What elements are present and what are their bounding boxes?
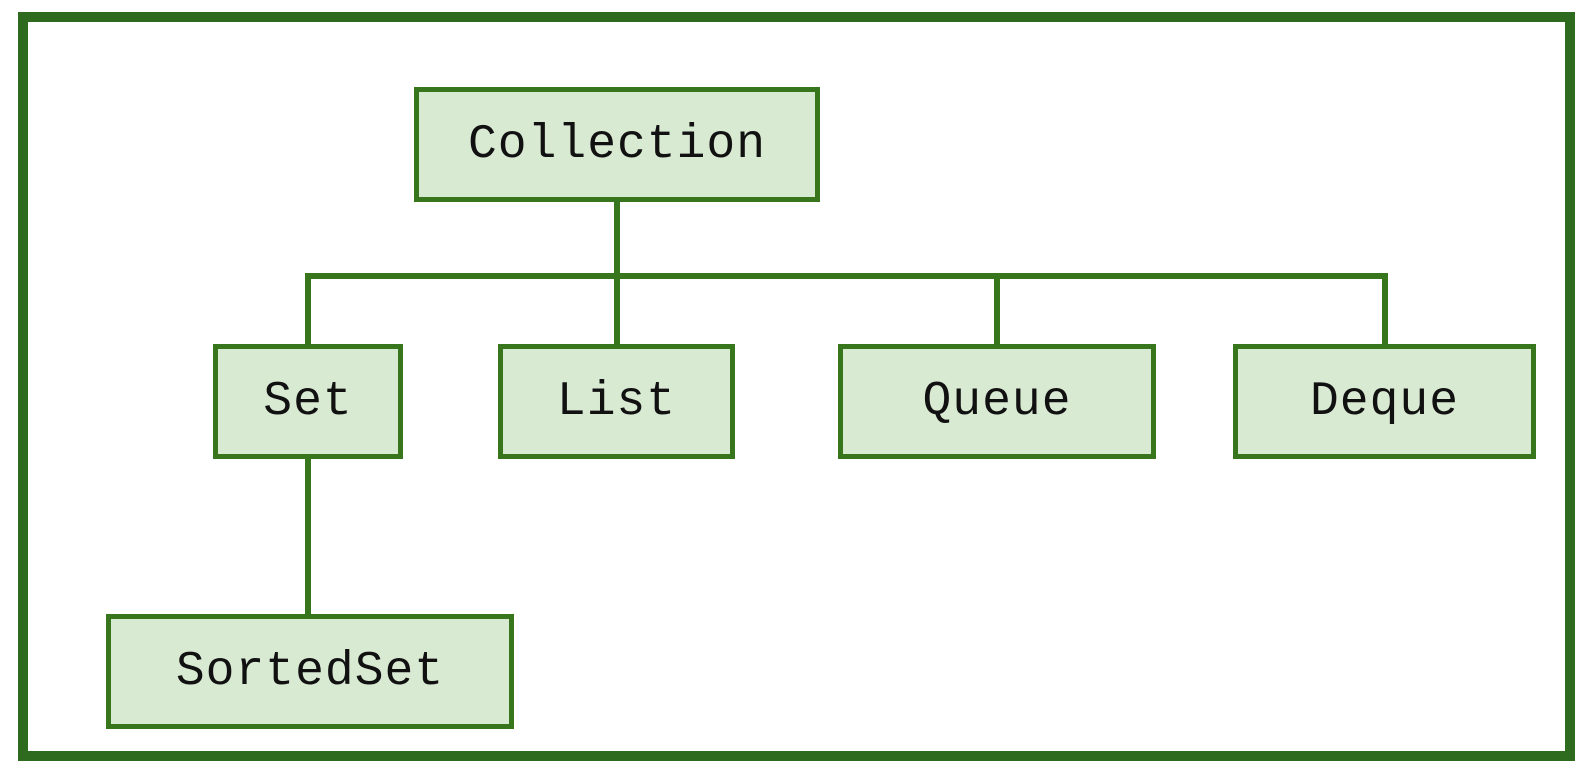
- node-deque: Deque: [1233, 344, 1536, 459]
- node-sortedset: SortedSet: [106, 614, 514, 729]
- node-set: Set: [213, 344, 403, 459]
- edge-children-bus-line: [305, 273, 1388, 279]
- edge-collection-set-line: [305, 275, 311, 345]
- edge-collection-queue-line: [994, 275, 1000, 345]
- edge-set-sortedset-line: [305, 458, 311, 615]
- node-set-label: Set: [263, 374, 353, 429]
- node-collection-label: Collection: [467, 117, 767, 172]
- node-queue-label: Queue: [922, 374, 1072, 429]
- edge-collection-riser-line: [614, 201, 620, 275]
- node-deque-label: Deque: [1309, 374, 1460, 429]
- edge-collection-deque-line: [1382, 275, 1388, 345]
- node-list: List: [498, 344, 735, 459]
- edge-collection-list-line: [614, 275, 620, 345]
- diagram-frame: Collection Set List Queue Deque SortedSe…: [18, 12, 1575, 761]
- node-list-label: List: [556, 374, 677, 429]
- node-sortedset-label: SortedSet: [175, 644, 445, 699]
- node-queue: Queue: [838, 344, 1156, 459]
- node-collection: Collection: [414, 87, 820, 202]
